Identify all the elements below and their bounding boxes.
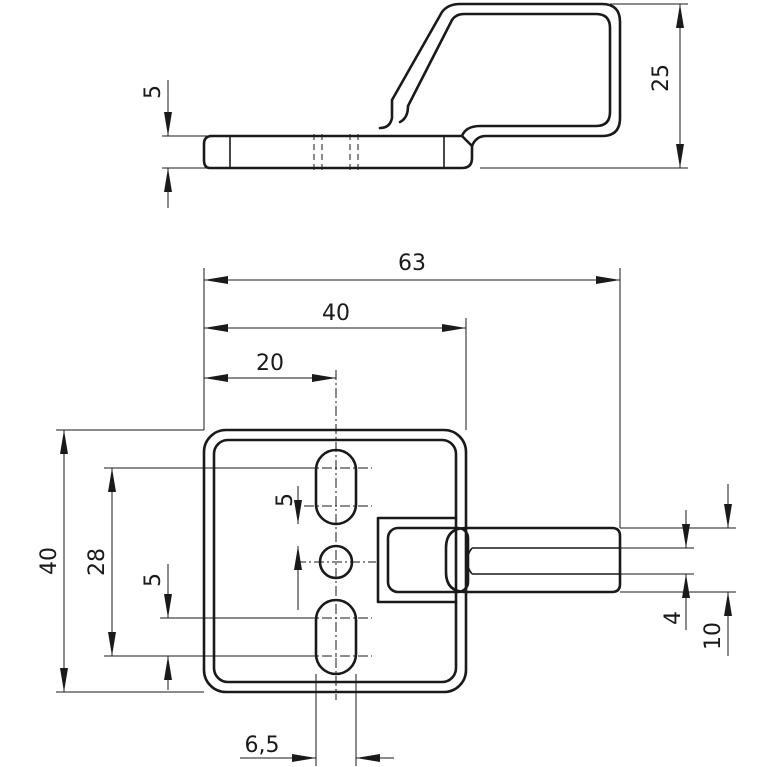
side-view-base [202, 134, 474, 170]
dim-slot-width-label: 6,5 [245, 733, 280, 758]
dim-65-arrow-right [356, 754, 380, 762]
side-view-bent-tab-outer [378, 2, 622, 148]
dim-5u-arrow-top [294, 500, 302, 524]
dim-half-width-label: 20 [256, 351, 284, 376]
dim-height-label: 25 [649, 64, 674, 92]
dim-25-arrow-top [676, 4, 684, 28]
dim-40v-arrow-top [60, 430, 68, 454]
dim-65-arrow-left [292, 754, 316, 762]
tab-inner-recess [386, 526, 470, 594]
dim-total-width-label: 63 [398, 251, 426, 276]
tab-outer [444, 526, 622, 594]
dim-20-arrow-left [204, 374, 228, 382]
dim-5l-arrow-bottom [164, 656, 172, 680]
dim-4-arrow-bottom [682, 574, 690, 598]
dim-40h-arrow-right [442, 324, 466, 332]
dim-63-arrow-left [204, 276, 228, 284]
dim-40v-arrow-bottom [60, 668, 68, 692]
front-view: 63 40 20 40 28 5 [37, 251, 736, 766]
dim-63-arrow-right [596, 276, 620, 284]
dim-tab-slot-label: 4 [661, 611, 686, 625]
dim-4-arrow-top [682, 524, 690, 548]
dim-25-arrow-bottom [676, 144, 684, 168]
dim-28-arrow-top [108, 468, 116, 492]
dim-tab-width-label: 10 [701, 622, 726, 650]
dim-thickness-label: 5 [141, 85, 166, 99]
tab-window [376, 516, 458, 604]
side-view-bent-tab-inner [398, 12, 612, 138]
dim-10-arrow-top [724, 504, 732, 528]
dim-5-arrow-bottom [164, 168, 172, 192]
dim-upper-gap-label: 5 [273, 493, 298, 507]
plate-outer [202, 428, 468, 694]
dim-5u-arrow-bottom [294, 546, 302, 570]
dim-5l-arrow-top [164, 594, 172, 618]
side-view: 5 25 [141, 2, 688, 208]
dim-28-arrow-bottom [108, 632, 116, 656]
dim-5-arrow-top [164, 112, 172, 136]
dim-40h-arrow-left [204, 324, 228, 332]
dim-plate-width-label: 40 [322, 301, 350, 326]
dim-slot-spacing-label: 28 [85, 548, 110, 576]
tab-inner-groove [466, 547, 620, 575]
dim-lower-gap-label: 5 [141, 573, 166, 587]
dim-10-arrow-bottom [724, 592, 732, 616]
dim-plate-height-label: 40 [37, 547, 62, 575]
plate-inner [212, 438, 458, 684]
dim-20-arrow-right [312, 374, 336, 382]
